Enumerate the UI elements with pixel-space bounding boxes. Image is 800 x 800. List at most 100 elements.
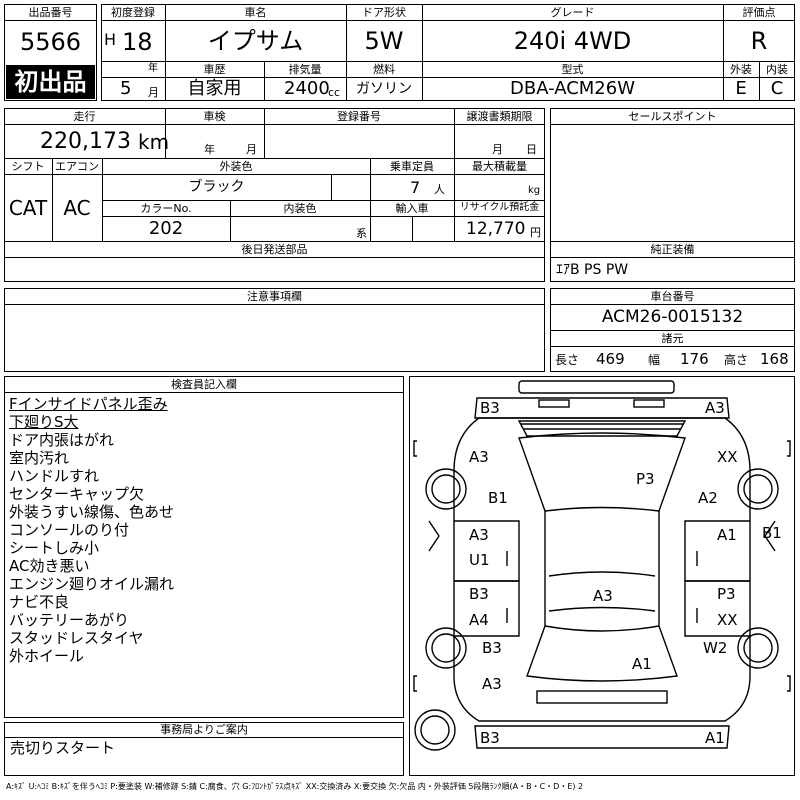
load-label: 最大積載量 xyxy=(472,159,527,173)
spec-label: 諸元 xyxy=(661,331,684,345)
plate-label: 登録番号 xyxy=(337,109,381,123)
recycle-unit: 円 xyxy=(530,225,541,239)
insp-month-unit: 月 xyxy=(246,142,257,156)
inspector-line: 室内汚れ xyxy=(9,449,70,467)
transfer-month-unit: 月 xyxy=(492,142,503,156)
car-name: イプサム xyxy=(207,26,304,55)
reg-year: 18 xyxy=(122,28,153,56)
displacement-label: 排気量 xyxy=(288,62,322,76)
damage-code: U1 xyxy=(469,551,490,569)
legend: A:ｷｽﾞ U:ﾍｺﾐ B:ｷｽﾞを伴うﾍｺﾐ P:要塗装 W:補修跡 S:錆 … xyxy=(6,782,584,791)
length: 469 xyxy=(596,349,625,368)
inspector-line: バッテリーあがり xyxy=(9,611,130,629)
mileage-label: 走行 xyxy=(73,109,96,123)
inspector-lines: Fインサイドパネル歪み 下廻りS大 ドア内張はがれ 室内汚れ ハンドルすれ セン… xyxy=(9,395,399,665)
name-label: 車名 xyxy=(244,5,267,19)
ext-grade: E xyxy=(735,78,747,99)
reg-era: H xyxy=(104,30,117,49)
recycle-label: リサイクル預託金 xyxy=(459,202,540,213)
damage-code: A3 xyxy=(469,448,489,466)
reg-label: 初度登録 xyxy=(111,5,155,19)
inspector-line: 外ホイール xyxy=(9,647,85,665)
width: 176 xyxy=(680,349,709,368)
inspector-line: スタッドレスタイヤ xyxy=(9,629,144,647)
color-no-label: カラーNo. xyxy=(140,201,192,215)
ac-label: エアコン xyxy=(55,159,99,173)
door-label: ドア形状 xyxy=(362,5,406,19)
lot-box xyxy=(4,4,97,101)
inspector-frame xyxy=(4,376,404,718)
inspector-label: 検査員記入欄 xyxy=(171,377,237,391)
damage-diagram-frame xyxy=(409,376,795,776)
mileage-unit: km xyxy=(138,130,170,154)
office-text: 売切りスタート xyxy=(10,738,116,757)
import-label: 輸入車 xyxy=(395,201,429,215)
insp-year-unit: 年 xyxy=(204,142,215,156)
damage-code: B3 xyxy=(482,639,502,657)
genuine: ｴｱB PS PW xyxy=(556,262,629,278)
ext-color: ブラック xyxy=(188,179,245,195)
int-grade: C xyxy=(770,78,784,99)
inspector-line: センターキャップ欠 xyxy=(9,485,145,503)
damage-code: B1 xyxy=(762,524,782,542)
lot-label: 出品番号 xyxy=(28,5,73,19)
score: R xyxy=(750,26,768,55)
inspector-line: ナビ不良 xyxy=(9,593,70,611)
inspector-line: 外装うすい線傷、色あせ xyxy=(9,503,175,521)
mileage: 220,173 xyxy=(40,129,131,154)
door-type: 5W xyxy=(364,26,404,55)
height-label: 高さ xyxy=(724,353,749,367)
capacity-unit: 人 xyxy=(434,182,445,196)
damage-code: A2 xyxy=(698,489,718,507)
damage-code: B1 xyxy=(488,489,508,507)
later-parts-label: 後日発送部品 xyxy=(241,242,308,256)
reg-year-unit: 年 xyxy=(148,63,158,74)
fuel: ガソリン xyxy=(356,81,412,97)
ext-label: 外装 xyxy=(730,62,752,76)
notes-frame xyxy=(4,288,545,372)
transfer-label: 譲渡書類期限 xyxy=(466,109,533,123)
vehicle-info-frame xyxy=(4,108,545,282)
inspector-line: エンジン廻りオイル漏れ xyxy=(9,575,175,593)
damage-code: P3 xyxy=(717,585,736,603)
shift: CAT xyxy=(8,195,48,220)
history: 自家用 xyxy=(187,78,242,99)
inspector-line: ハンドルすれ xyxy=(9,467,100,485)
header-frame xyxy=(101,4,795,101)
int-color-label: 内装色 xyxy=(283,201,317,215)
history-label: 車歴 xyxy=(203,62,226,76)
damage-code: A1 xyxy=(717,526,737,544)
load-unit: kg xyxy=(528,185,541,196)
int-color-unit: 系 xyxy=(356,226,367,240)
grade: 240i 4WD xyxy=(513,26,632,55)
chassis-number: ACM26-0015132 xyxy=(601,306,744,327)
damage-code: A3 xyxy=(482,675,502,693)
capacity: 7 xyxy=(410,178,421,197)
damage-code: A3 xyxy=(705,399,725,417)
model-label: 型式 xyxy=(561,62,584,76)
sales-label: セールスポイント xyxy=(628,109,717,123)
grade-label: グレード xyxy=(550,5,595,19)
width-label: 幅 xyxy=(648,353,661,367)
lot-number: 5566 xyxy=(19,28,82,56)
damage-code: A1 xyxy=(632,655,652,673)
int-label: 内装 xyxy=(766,62,788,76)
fuel-label: 燃料 xyxy=(373,62,395,76)
inspector-line: ドア内張はがれ xyxy=(9,431,115,449)
damage-code: A3 xyxy=(469,526,489,544)
recycle: 12,770 xyxy=(466,218,526,239)
score-label: 評価点 xyxy=(742,5,776,19)
ext-color-label: 外装色 xyxy=(219,159,253,173)
damage-code: XX xyxy=(717,448,738,466)
inspector-line: コンソールのり付 xyxy=(9,521,130,539)
capacity-label: 乗車定員 xyxy=(390,159,434,173)
inspector-line: AC効き悪い xyxy=(9,557,90,575)
inspector-line: 下廻りS大 xyxy=(9,413,79,431)
inspector-line: Fインサイドパネル歪み xyxy=(9,395,168,413)
inspector-line: シートしみ小 xyxy=(9,539,100,557)
damage-code: A3 xyxy=(593,587,613,605)
damage-code: P3 xyxy=(636,470,655,488)
inspection-label: 車検 xyxy=(203,109,226,123)
transfer-day-unit: 日 xyxy=(526,142,537,156)
office-frame xyxy=(4,722,404,776)
